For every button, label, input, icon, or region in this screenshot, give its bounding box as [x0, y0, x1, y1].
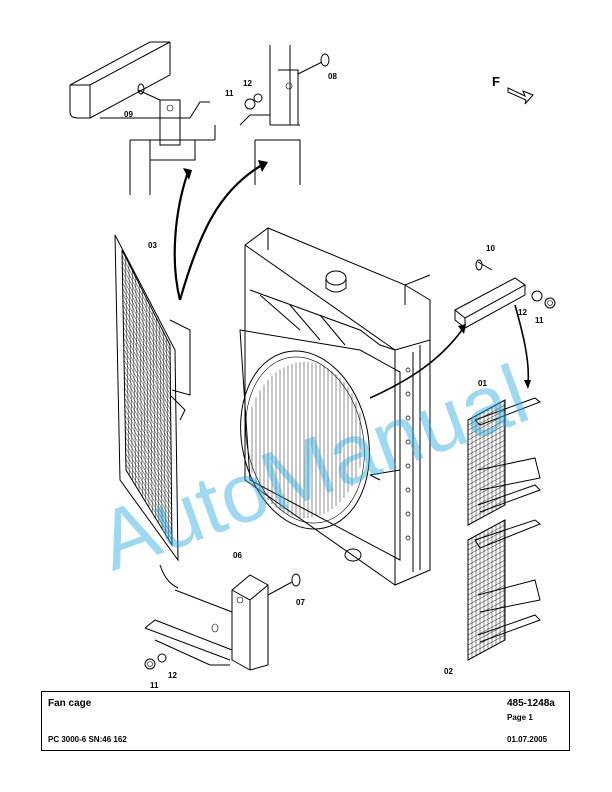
mesh-screen-02: [467, 519, 541, 661]
callout-11: 11: [225, 89, 234, 98]
callout-11: 11: [535, 316, 544, 325]
callout-01: 01: [478, 379, 487, 388]
drawing-number: 485-1248a: [507, 698, 555, 709]
grille-panel-03: [114, 234, 191, 562]
title-block: Fan cage 485-1248a Page 1 PC 3000-6 SN:4…: [41, 691, 570, 751]
callout-03: 03: [148, 241, 157, 250]
machine-model: PC 3000-6 SN:46 162: [48, 735, 127, 744]
detail-angle-06: [144, 573, 301, 671]
callout-12: 12: [168, 671, 177, 680]
direction-letter: F: [492, 74, 500, 89]
reference-arrows: [159, 160, 531, 589]
bracket-10: [454, 259, 556, 330]
callout-09: 09: [124, 110, 133, 119]
detail-tube-bolt-09: [69, 41, 216, 195]
exploded-parts-drawing: F 09 08 12 11 03 10 12 11 01 06 07 02 12…: [69, 41, 556, 690]
mesh-screen-01: [467, 397, 541, 526]
page-number: Page 1: [507, 713, 533, 722]
callout-07: 07: [296, 598, 305, 607]
detail-bracket-bolt-08: [239, 45, 330, 185]
callout-08: 08: [328, 72, 337, 81]
radiator-assembly: [239, 227, 431, 586]
drawing-date: 01.07.2005: [507, 735, 548, 744]
callout-12: 12: [243, 79, 252, 88]
callout-10: 10: [486, 244, 495, 253]
callout-11: 11: [150, 681, 159, 690]
front-direction-arrow-icon: F: [492, 74, 534, 105]
drawing-title: Fan cage: [48, 698, 92, 709]
callout-12: 12: [518, 308, 527, 317]
callout-labels: 09 08 12 11 03 10 12 11 01 06 07 02 12 1…: [124, 72, 544, 690]
callout-06: 06: [233, 551, 242, 560]
callout-02: 02: [444, 667, 453, 676]
